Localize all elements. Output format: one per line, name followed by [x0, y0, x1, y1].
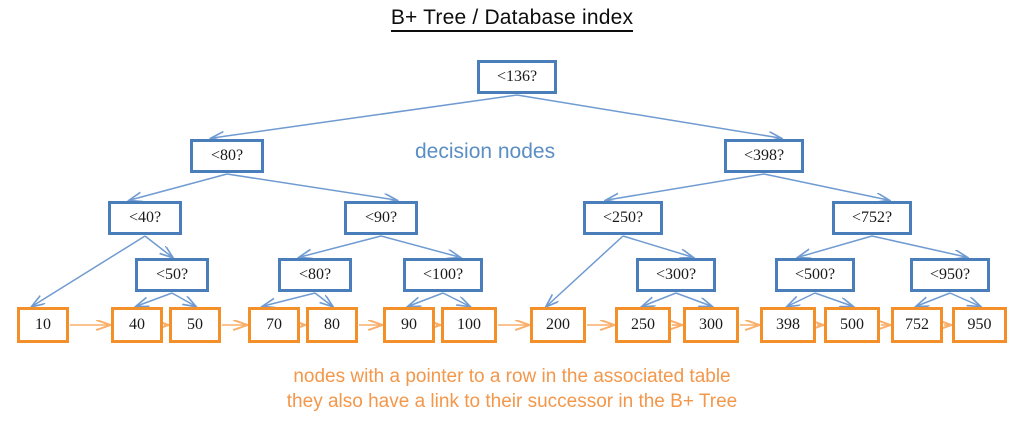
node-label: 752: [905, 316, 929, 333]
leaf-node-l40[interactable]: 40: [111, 307, 163, 343]
node-label: <500?: [794, 266, 836, 283]
tree-edge-n90-to-n100: [380, 235, 459, 257]
tree-edge-n80b-to-l70: [264, 292, 316, 306]
tree-edge-n136-to-n398: [516, 94, 780, 138]
tree-edge-n752-to-n500: [799, 235, 873, 257]
leaf-caption-line-1: nodes with a pointer to a row in the ass…: [293, 366, 731, 387]
leaf-node-l500[interactable]: 500: [824, 307, 880, 343]
leaf-node-l100[interactable]: 100: [441, 307, 497, 343]
tree-edge-n500-to-l500: [814, 292, 852, 306]
tree-edge-n752-to-n950: [871, 235, 966, 257]
node-label: <752?: [851, 209, 893, 226]
node-label: 10: [35, 316, 51, 333]
leaf-node-l250[interactable]: 250: [615, 307, 671, 343]
node-label: <40?: [128, 209, 162, 226]
decision-node-n950[interactable]: <950?: [910, 258, 990, 292]
node-label: 250: [631, 316, 655, 333]
tree-edge-n950-to-l950: [949, 292, 980, 306]
node-label: <90?: [364, 209, 398, 226]
tree-edge-n950-to-l752: [917, 292, 951, 306]
decision-node-n100[interactable]: <100?: [403, 258, 483, 292]
decision-node-n80[interactable]: <80?: [190, 139, 264, 173]
page-title-text: B+ Tree / Database index: [390, 6, 634, 32]
decision-node-n250[interactable]: <250?: [583, 201, 663, 235]
node-label: <950?: [929, 266, 971, 283]
node-label: 398: [776, 316, 800, 333]
tree-edge-n80b-to-l80: [314, 292, 332, 306]
decision-node-n300[interactable]: <300?: [636, 258, 716, 292]
tree-edge-n90-to-n80b: [300, 235, 382, 257]
decision-node-n80b[interactable]: <80?: [278, 258, 352, 292]
leaf-node-l90[interactable]: 90: [383, 307, 435, 343]
node-label: <300?: [655, 266, 697, 283]
node-label: <398?: [743, 147, 785, 164]
node-label: <80?: [298, 266, 332, 283]
leaf-node-l80[interactable]: 80: [306, 307, 358, 343]
leaf-caption-line-2: they also have a link to their successor…: [286, 391, 738, 412]
node-label: 50: [187, 316, 203, 333]
node-label: 200: [546, 316, 570, 333]
leaf-node-l398[interactable]: 398: [760, 307, 816, 343]
node-label: 950: [967, 316, 992, 333]
tree-edge-n250-to-n300: [622, 235, 692, 257]
tree-edge-n50-to-l40: [137, 292, 173, 306]
leaf-node-l10[interactable]: 10: [17, 307, 69, 343]
tree-edges: [33, 94, 980, 306]
node-label: 500: [840, 316, 864, 333]
tree-edge-n250-to-l200: [547, 235, 624, 306]
node-label: <136?: [496, 68, 538, 85]
leaf-node-l70[interactable]: 70: [248, 307, 300, 343]
tree-edge-n398-to-n752: [763, 173, 888, 200]
decision-node-n90[interactable]: <90?: [344, 201, 418, 235]
node-label: 90: [401, 316, 417, 333]
node-label: <100?: [422, 266, 464, 283]
tree-edge-n136-to-n80: [212, 94, 518, 138]
node-label: <50?: [155, 266, 189, 283]
node-label: <80?: [210, 147, 244, 164]
node-label: 40: [129, 316, 145, 333]
leaf-node-l200[interactable]: 200: [530, 307, 586, 343]
decision-node-n40[interactable]: <40?: [108, 201, 182, 235]
tree-edge-n40-to-l10: [33, 235, 146, 306]
page-title: B+ Tree / Database index: [0, 6, 1024, 32]
tree-edge-n50-to-l50: [171, 292, 195, 306]
node-label: 80: [324, 316, 340, 333]
decision-node-n50[interactable]: <50?: [135, 258, 209, 292]
leaf-node-l950[interactable]: 950: [952, 307, 1007, 343]
leaf-node-l752[interactable]: 752: [891, 307, 943, 343]
node-label: 70: [266, 316, 282, 333]
tree-edge-n80-to-n90: [226, 173, 396, 200]
node-label: <250?: [602, 209, 644, 226]
tree-edge-n500-to-l398: [788, 292, 816, 306]
decision-node-n398[interactable]: <398?: [724, 139, 804, 173]
decision-node-n500[interactable]: <500?: [775, 258, 855, 292]
tree-edge-n100-to-l100: [442, 292, 469, 306]
decision-node-n136[interactable]: <136?: [477, 60, 557, 94]
decision-node-n752[interactable]: <752?: [832, 201, 912, 235]
tree-edge-n300-to-l300: [675, 292, 711, 306]
decision-nodes-label: decision nodes: [415, 140, 556, 163]
tree-edge-n40-to-n50: [144, 235, 172, 257]
tree-edge-n80-to-n40: [130, 173, 228, 200]
tree-edge-n100-to-l90: [409, 292, 444, 306]
leaf-node-l50[interactable]: 50: [169, 307, 221, 343]
node-label: 100: [457, 316, 481, 333]
tree-edge-n398-to-n250: [607, 173, 765, 200]
node-label: 300: [699, 316, 723, 333]
leaf-node-l300[interactable]: 300: [683, 307, 739, 343]
tree-edge-n300-to-l250: [643, 292, 677, 306]
